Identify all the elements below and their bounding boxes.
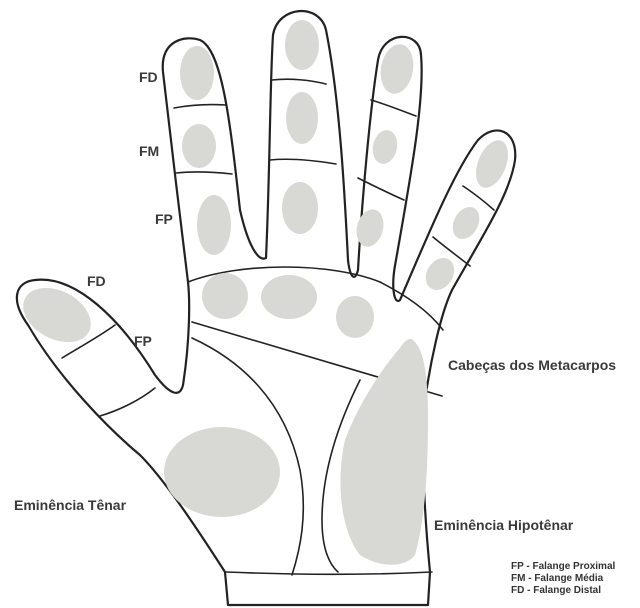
label-hypothenar-eminence: Eminência Hipotênar [434,518,573,532]
label-thenar-eminence: Eminência Tênar [14,498,126,512]
index-distal-pad [180,46,214,100]
legend-item-proximal: FP - Falange Proximal [511,561,615,573]
label-index-proximal: FP [155,212,173,226]
label-thumb-proximal: FP [134,334,152,348]
legend-item-distal: FD - Falange Distal [511,585,615,597]
thenar-pad [164,427,280,517]
label-index-middle: FM [139,144,159,158]
label-metacarpal-heads: Cabeças dos Metacarpos [448,358,616,372]
middle-proximal-pad [282,182,318,234]
label-index-distal: FD [139,70,158,84]
middle-middle-pad [286,92,318,144]
legend-item-middle: FM - Falange Média [511,573,615,585]
index-middle-pad [182,124,216,168]
index-proximal-pad [197,195,231,255]
metacarpal-head-pad-index [202,273,248,319]
metacarpal-head-pad-ring [336,296,374,338]
metacarpal-head-pad-middle [261,275,317,319]
label-thumb-distal: FD [87,274,106,288]
legend: FP - Falange Proximal FM - Falange Média… [511,561,615,597]
middle-distal-pad [285,20,319,70]
